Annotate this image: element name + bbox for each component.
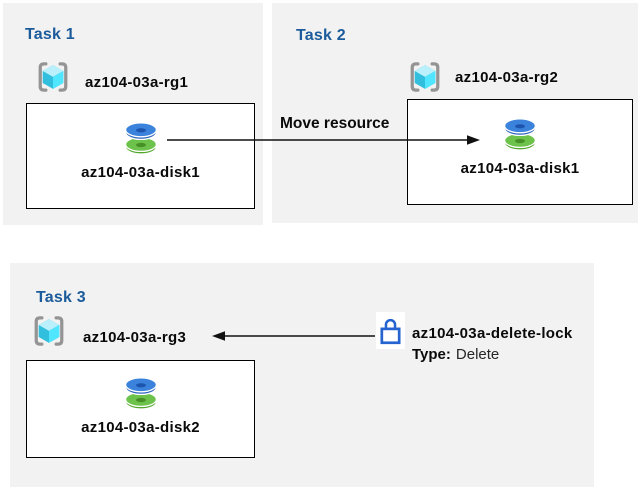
disk-icon [503,116,537,152]
lock-type-line: Type:Delete [412,346,499,363]
task3-panel: Task 3 az104-03a-rg3 az104-03a-disk2 [10,263,594,487]
disk-name: az104-03a-disk2 [81,419,200,436]
resource-group-name: az104-03a-rg2 [455,69,559,86]
task3-title: Task 3 [36,289,86,307]
lock-type-value: Delete [455,346,500,363]
task3-disk-box: az104-03a-disk2 [26,360,255,458]
move-resource-arrow-right-icon [167,135,480,145]
resource-group-name: az104-03a-rg1 [85,74,189,91]
disk-icon [124,375,158,411]
task2-panel: Task 2 az104-03a-rg2 az104-03a-disk1 [272,3,638,223]
task1-title: Task 1 [25,26,75,44]
resource-group-name: az104-03a-rg3 [83,329,187,346]
resource-group-icon [405,57,445,97]
disk-name: az104-03a-disk1 [460,160,580,177]
task2-disk-box: az104-03a-disk1 [407,99,633,205]
task2-title: Task 2 [296,27,346,45]
disk-icon [124,120,158,156]
resource-group-icon [29,311,69,351]
lock-icon [376,312,405,349]
task1-disk-box: az104-03a-disk1 [26,103,255,209]
resource-group-icon [33,57,73,97]
lock-name: az104-03a-delete-lock [412,325,573,342]
lock-arrow-left-icon [212,331,375,341]
lock-type-label: Type: [412,346,451,363]
move-resource-label: Move resource [280,115,390,132]
disk-name: az104-03a-disk1 [81,164,200,181]
task1-panel: Task 1 az104-03a-rg1 az104-03a-disk1 [3,3,263,225]
